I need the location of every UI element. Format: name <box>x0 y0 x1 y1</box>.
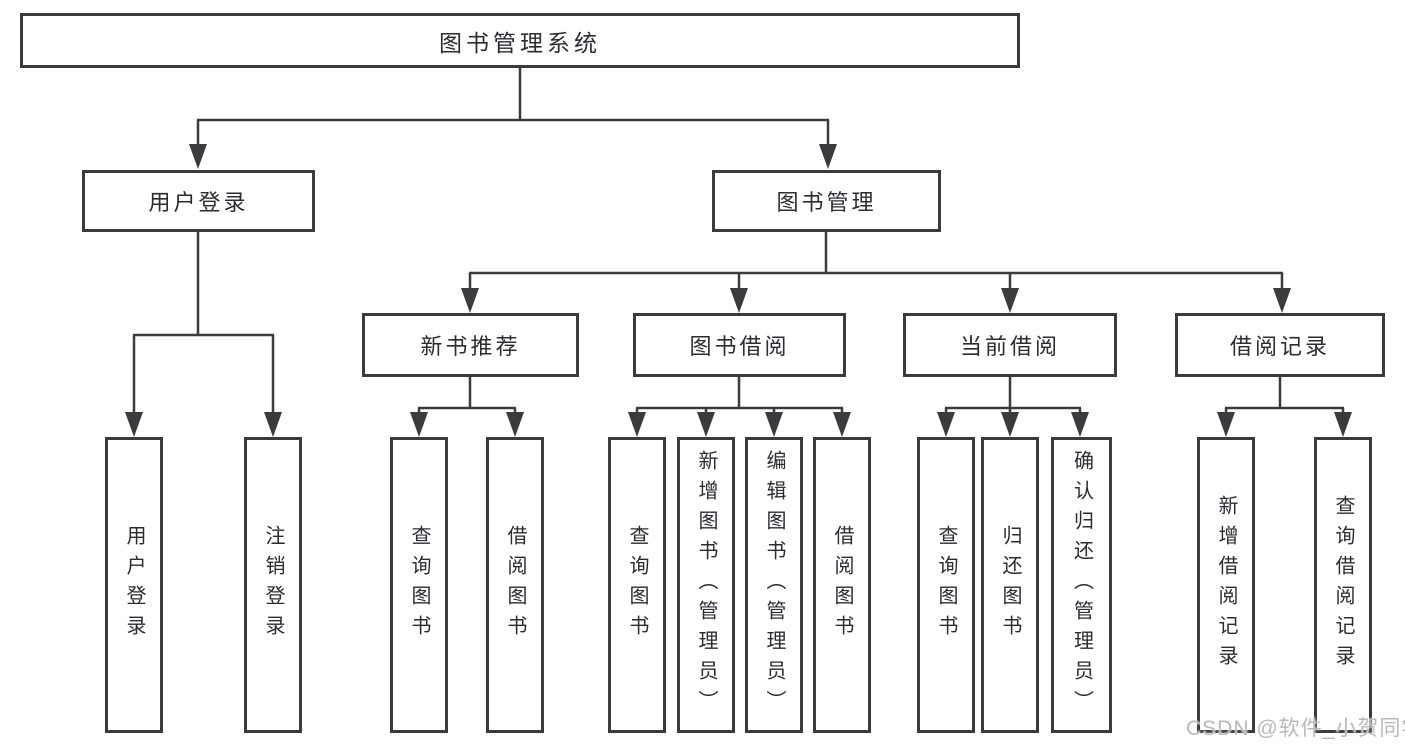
node-label: 注销登录 <box>262 525 284 645</box>
node-leaf-confirm-return-admin: 确认归还（管理员） <box>1051 437 1112 733</box>
node-label: 查询图书 <box>626 525 648 645</box>
node-label: 用户登录 <box>123 525 145 645</box>
node-leaf-query-book: 查询图书 <box>390 437 448 733</box>
csdn-watermark: CSDN @软件_小贺同学 <box>1186 717 1405 740</box>
node-label: 查询图书 <box>935 525 957 645</box>
node-label: 确认归还（管理员） <box>1070 450 1093 720</box>
node-leaf-borrow-book: 借阅图书 <box>486 437 544 733</box>
node-book-manage: 图书管理 <box>712 170 941 232</box>
arrow-down-icon <box>125 412 143 437</box>
node-label: 归还图书 <box>999 525 1021 645</box>
node-leaf-user-login: 用户登录 <box>105 437 163 733</box>
node-label: 借阅图书 <box>504 525 526 645</box>
connector-current-branch <box>937 377 1089 437</box>
node-label: 新书推荐 <box>420 334 521 359</box>
node-label: 查询图书 <box>408 525 430 645</box>
arrow-down-icon <box>1273 288 1291 313</box>
arrow-down-icon <box>264 412 282 437</box>
arrow-down-icon <box>628 412 646 437</box>
node-current-borrow: 当前借阅 <box>903 313 1117 377</box>
node-new-book-recommend: 新书推荐 <box>362 313 579 377</box>
node-label: 借阅记录 <box>1229 334 1330 359</box>
arrow-down-icon <box>189 144 207 169</box>
arrow-down-icon <box>1217 412 1235 437</box>
node-label: 图书管理 <box>776 190 877 215</box>
node-user-login: 用户登录 <box>82 170 315 232</box>
connector-manage-branch <box>461 232 1291 313</box>
node-book-borrow: 图书借阅 <box>633 313 846 377</box>
node-label: 编辑图书（管理员） <box>763 450 785 720</box>
node-root-label: 图书管理系统 <box>439 29 601 56</box>
connector-login-branch <box>125 232 282 437</box>
node-leaf-add-borrow-record: 新增借阅记录 <box>1197 437 1255 733</box>
node-borrow-records: 借阅记录 <box>1175 313 1385 377</box>
node-leaf-return-book: 归还图书 <box>981 437 1039 733</box>
node-leaf-borrow-book: 借阅图书 <box>813 437 871 733</box>
node-leaf-add-book-admin: 新增图书（管理员） <box>677 437 735 733</box>
arrow-down-icon <box>461 288 479 313</box>
arrow-down-icon <box>819 144 837 169</box>
arrow-down-icon <box>1001 412 1019 437</box>
node-label: 借阅图书 <box>831 525 853 645</box>
node-label: 用户登录 <box>148 190 249 215</box>
arrow-down-icon <box>410 412 428 437</box>
connector-records-branch <box>1217 377 1352 437</box>
node-label: 新增借阅记录 <box>1215 495 1237 675</box>
connector-borrow-branch <box>628 377 851 437</box>
arrow-down-icon <box>730 288 748 313</box>
node-label: 新增图书（管理员） <box>695 450 717 720</box>
arrow-down-icon <box>833 412 851 437</box>
node-root-system: 图书管理系统 <box>20 13 1020 68</box>
connector-root-to-level2 <box>189 68 837 169</box>
node-leaf-edit-book-admin: 编辑图书（管理员） <box>745 437 803 733</box>
node-label: 当前借阅 <box>959 334 1060 359</box>
arrow-down-icon <box>937 412 955 437</box>
arrow-down-icon <box>506 412 524 437</box>
arrow-down-icon <box>1334 412 1352 437</box>
arrow-down-icon <box>1001 288 1019 313</box>
arrow-down-icon <box>765 412 783 437</box>
arrow-down-icon <box>697 412 715 437</box>
node-leaf-query-book: 查询图书 <box>608 437 666 733</box>
node-leaf-logout: 注销登录 <box>244 437 302 733</box>
node-leaf-query-borrow-record: 查询借阅记录 <box>1314 437 1372 733</box>
node-label: 查询借阅记录 <box>1332 495 1354 675</box>
arrow-down-icon <box>1071 412 1089 437</box>
connector-recommend-branch <box>410 377 524 437</box>
node-leaf-query-book: 查询图书 <box>917 437 975 733</box>
node-label: 图书借阅 <box>689 334 790 359</box>
